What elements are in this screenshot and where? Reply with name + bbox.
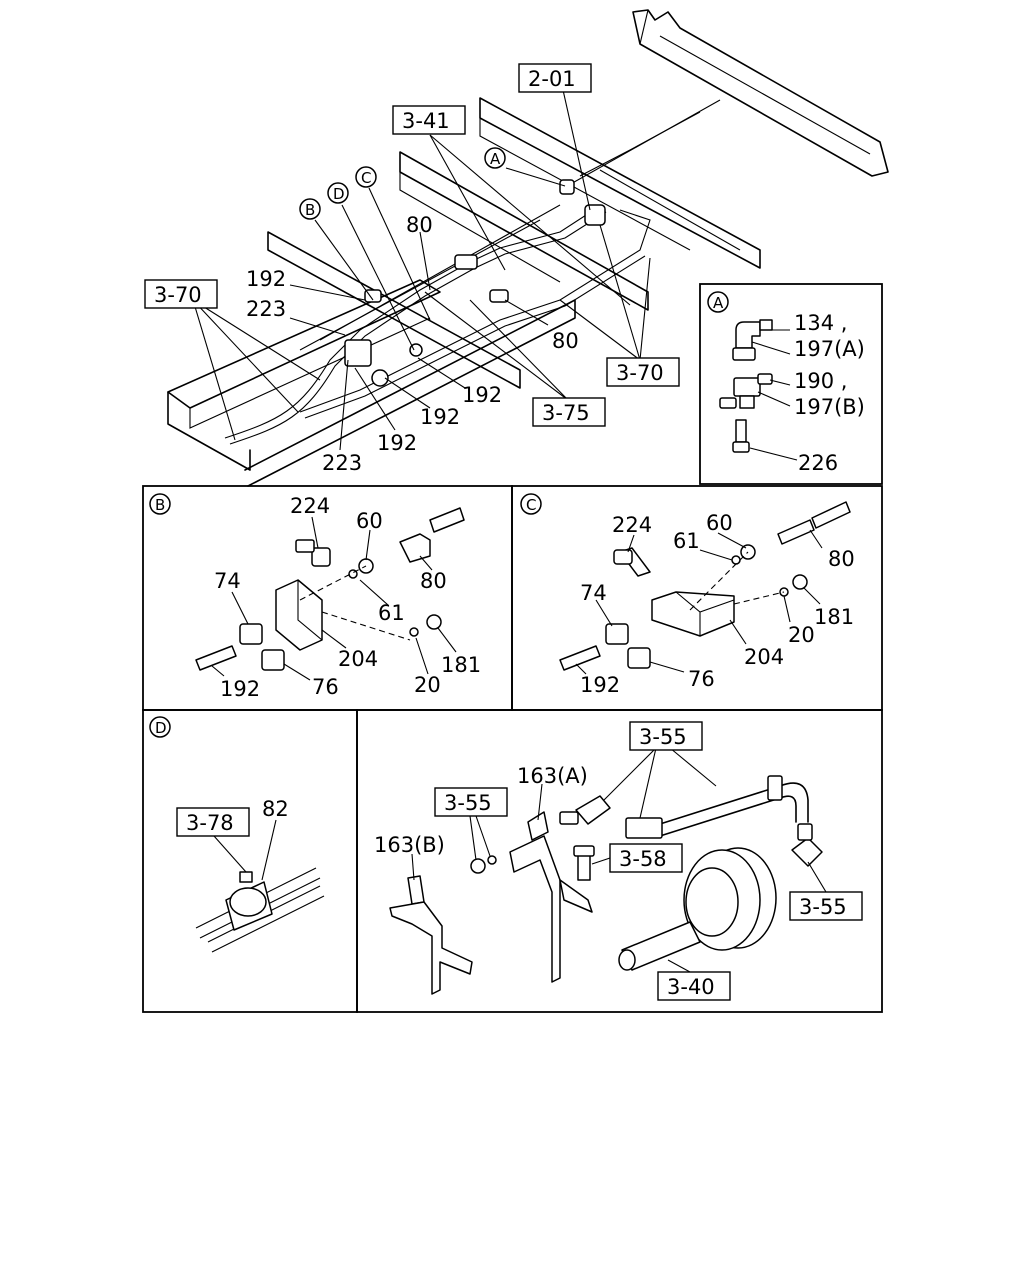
part-192-bottom-label: 192 (377, 431, 417, 455)
detail-c-part-74-label: 74 (580, 581, 607, 605)
ref-3-55-top-label: 3-55 (639, 725, 687, 749)
detail-c-part-204-label: 204 (744, 645, 784, 669)
ref-3-58-label: 3-58 (619, 847, 667, 871)
detail-c-part-61-label: 61 (673, 529, 700, 553)
detail-c-part-20-label: 20 (788, 623, 815, 647)
ref-3-41-label: 3-41 (402, 109, 450, 133)
detail-c-part-181-label: 181 (814, 605, 854, 629)
ref-3-75-label: 3-75 (542, 401, 590, 425)
detail-e-booster-assembly (389, 747, 827, 995)
detail-a-part-226-label: 226 (798, 451, 838, 475)
ref-box-3-41[interactable] (392, 105, 466, 135)
detail-a-part-190-label: 190 , (794, 369, 847, 393)
ref-3-70-left-label: 3-70 (154, 283, 202, 307)
detail-b-part-80-label: 80 (420, 569, 447, 593)
detail-b-part-20-label: 20 (414, 673, 441, 697)
ref-box-3-70-right[interactable] (606, 357, 680, 387)
part-192-mid-right-label: 192 (462, 383, 502, 407)
ref-box-3-78[interactable] (176, 807, 250, 837)
detail-d-frame (142, 709, 358, 1013)
ref-box-3-55-top[interactable] (629, 721, 703, 751)
detail-b-tag: B (155, 496, 165, 514)
callout-a-circle[interactable] (484, 147, 506, 169)
detail-a-frame (699, 283, 883, 485)
detail-b-tag-circle (149, 493, 171, 515)
ref-3-55-right-label: 3-55 (799, 895, 847, 919)
ref-box-3-40[interactable] (657, 971, 731, 1001)
detail-c-tag-circle (520, 493, 542, 515)
detail-a-part-197a-label: 197(A) (794, 337, 865, 361)
detail-b-part-76-label: 76 (312, 675, 339, 699)
detail-b-bracket-assembly (195, 507, 465, 681)
callout-c-label: C (361, 169, 371, 187)
ref-2-01-label: 2-01 (528, 67, 576, 91)
part-80-top-label: 80 (406, 213, 433, 237)
detail-e-frame (356, 709, 883, 1013)
detail-c-part-192-label: 192 (580, 673, 620, 697)
detail-e-part-163b-label: 163(B) (374, 833, 445, 857)
detail-b-part-204-label: 204 (338, 647, 378, 671)
detail-b-part-181-label: 181 (441, 653, 481, 677)
detail-d-pipe-clip (195, 819, 325, 953)
ref-box-3-55-left[interactable] (434, 787, 508, 817)
part-192-right-label: 192 (420, 405, 460, 429)
detail-c-bracket-assembly (559, 501, 851, 675)
detail-b-part-61-label: 61 (378, 601, 405, 625)
detail-c-part-60-label: 60 (706, 511, 733, 535)
callout-d-circle[interactable] (327, 182, 349, 204)
detail-c-part-76-label: 76 (688, 667, 715, 691)
callout-c-circle[interactable] (355, 166, 377, 188)
detail-b-part-192-label: 192 (220, 677, 260, 701)
detail-c-tag: C (526, 496, 536, 514)
detail-c-part-224-label: 224 (612, 513, 652, 537)
callout-b-circle[interactable] (299, 198, 321, 220)
ref-3-70-right-label: 3-70 (616, 361, 664, 385)
ref-3-78-label: 3-78 (186, 811, 234, 835)
part-223-top-label: 223 (246, 297, 286, 321)
callout-a-label: A (490, 150, 501, 168)
ref-box-3-75[interactable] (532, 397, 606, 427)
ref-3-55-left-label: 3-55 (444, 791, 492, 815)
detail-c-part-80-label: 80 (828, 547, 855, 571)
part-223-bottom-label: 223 (322, 451, 362, 475)
detail-b-part-74-label: 74 (214, 569, 241, 593)
detail-d-tag: D (155, 719, 167, 737)
detail-e-part-163a-label: 163(A) (517, 764, 588, 788)
ref-3-40-label: 3-40 (667, 975, 715, 999)
ref-box-3-70-left[interactable] (144, 279, 218, 309)
ref-box-3-58[interactable] (609, 843, 683, 873)
ref-box-2-01[interactable] (518, 63, 592, 93)
detail-a-part-197b-label: 197(B) (794, 395, 865, 419)
ref-box-3-55-right[interactable] (789, 891, 863, 921)
detail-b-part-224-label: 224 (290, 494, 330, 518)
detail-b-part-60-label: 60 (356, 509, 383, 533)
detail-d-part-82-label: 82 (262, 797, 289, 821)
detail-a-part-134-label: 134 , (794, 311, 847, 335)
part-192-top-label: 192 (246, 267, 286, 291)
chassis-frame-drawing (167, 9, 889, 487)
part-80-right-label: 80 (552, 329, 579, 353)
callout-b-label: B (305, 201, 315, 219)
detail-a-tag: A (713, 294, 724, 312)
callout-d-label: D (333, 185, 345, 203)
detail-d-tag-circle (149, 716, 171, 738)
detail-a-fittings (719, 319, 798, 461)
detail-a-tag-circle (707, 291, 729, 313)
